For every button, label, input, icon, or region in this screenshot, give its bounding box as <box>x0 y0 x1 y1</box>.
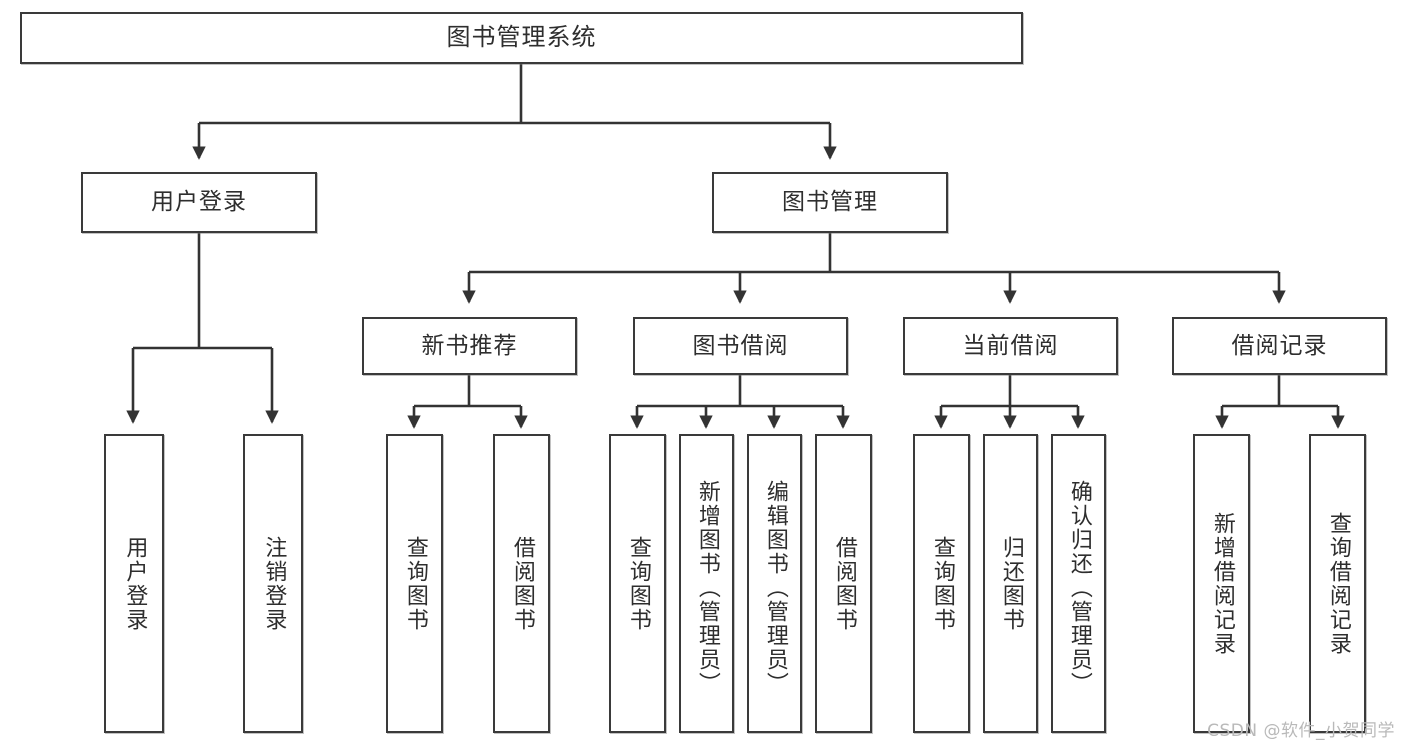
node-book-borrow-label: 图书借阅 <box>692 332 789 359</box>
leaf-borrow-record-add-record[interactable]: 新增借阅记录 <box>1193 434 1250 733</box>
leaf-label: 编辑图书（管理员） <box>762 479 788 696</box>
node-book-management-label: 图书管理 <box>782 189 878 216</box>
leaf-book-borrow-borrow-book[interactable]: 借阅图书 <box>815 434 872 733</box>
leaf-label: 查询借阅记录 <box>1325 511 1351 656</box>
leaf-label: 查询图书 <box>625 535 651 632</box>
leaf-current-borrow-return-book[interactable]: 归还图书 <box>983 434 1038 733</box>
node-book-borrow[interactable]: 图书借阅 <box>633 317 848 375</box>
leaf-book-borrow-add-book-admin[interactable]: 新增图书（管理员） <box>679 434 734 733</box>
node-borrow-record[interactable]: 借阅记录 <box>1172 317 1387 375</box>
leaf-current-borrow-query-book[interactable]: 查询图书 <box>913 434 970 733</box>
node-new-book-recommend[interactable]: 新书推荐 <box>362 317 577 375</box>
node-current-borrow[interactable]: 当前借阅 <box>903 317 1118 375</box>
node-user-login-label: 用户登录 <box>151 189 247 216</box>
leaf-label: 用户登录 <box>122 535 148 632</box>
node-root-label: 图书管理系统 <box>446 23 597 52</box>
leaf-label: 查询图书 <box>402 535 428 632</box>
leaf-label: 新增借阅记录 <box>1209 511 1235 656</box>
leaf-user-login-login[interactable]: 用户登录 <box>104 434 164 733</box>
leaf-book-borrow-query-book[interactable]: 查询图书 <box>609 434 666 733</box>
leaf-current-borrow-confirm-return-admin[interactable]: 确认归还（管理员） <box>1051 434 1106 733</box>
leaf-book-borrow-edit-book-admin[interactable]: 编辑图书（管理员） <box>747 434 802 733</box>
leaf-label: 新增图书（管理员） <box>694 479 720 696</box>
node-borrow-record-label: 借阅记录 <box>1231 332 1328 359</box>
leaf-borrow-record-query-record[interactable]: 查询借阅记录 <box>1309 434 1366 733</box>
leaf-label: 归还图书 <box>998 535 1024 632</box>
leaf-label: 确认归还（管理员） <box>1066 479 1092 696</box>
leaf-user-login-logout[interactable]: 注销登录 <box>243 434 303 733</box>
watermark-text: CSDN @软件_小贺同学 <box>1207 721 1395 741</box>
node-book-management[interactable]: 图书管理 <box>712 172 948 233</box>
leaf-label: 借阅图书 <box>509 535 535 632</box>
node-user-login[interactable]: 用户登录 <box>81 172 317 233</box>
leaf-new-book-query-book[interactable]: 查询图书 <box>386 434 443 733</box>
node-current-borrow-label: 当前借阅 <box>962 332 1059 359</box>
node-new-book-recommend-label: 新书推荐 <box>421 332 518 359</box>
node-root-book-management-system[interactable]: 图书管理系统 <box>20 12 1023 64</box>
leaf-label: 查询图书 <box>929 535 955 632</box>
leaf-label: 注销登录 <box>261 535 287 632</box>
leaf-label: 借阅图书 <box>831 535 857 632</box>
leaf-new-book-borrow-book[interactable]: 借阅图书 <box>493 434 550 733</box>
